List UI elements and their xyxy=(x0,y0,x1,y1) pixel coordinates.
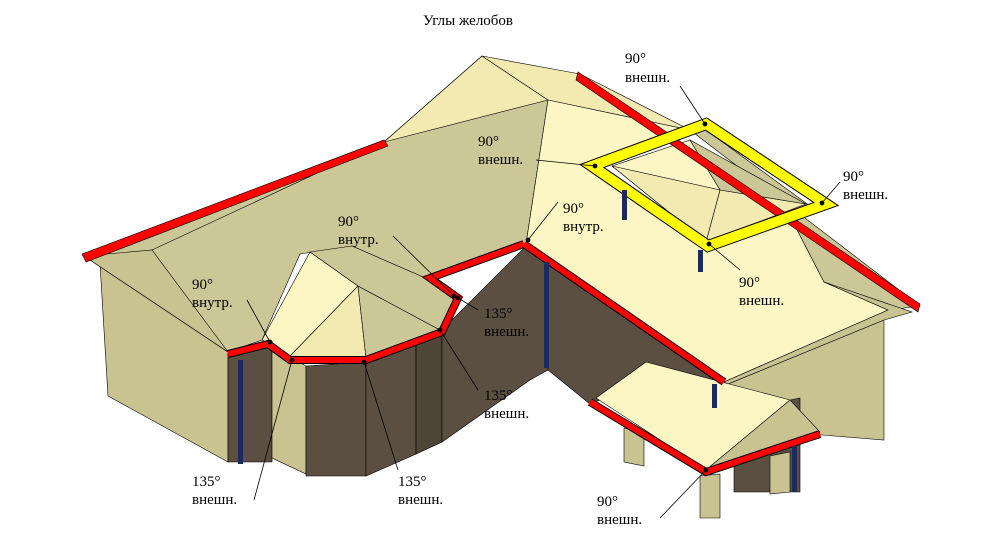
leader-h xyxy=(457,297,479,311)
label-a-type: внешн. xyxy=(625,70,670,86)
downpipe-center xyxy=(544,262,549,368)
leader-b xyxy=(535,159,596,167)
leader-a xyxy=(679,85,706,125)
label-l-angle: 90° xyxy=(597,494,618,510)
gutter-right-front-fill xyxy=(522,241,726,385)
label-d-angle: 90° xyxy=(338,214,359,230)
leader-k xyxy=(363,361,399,471)
leader-c xyxy=(821,181,841,204)
leader-e-dot xyxy=(525,237,531,243)
leader-g xyxy=(708,243,741,271)
label-g-type: внешн. xyxy=(739,293,784,309)
porch-post-front xyxy=(699,473,721,519)
bay-wall-left xyxy=(271,345,307,475)
gutter-left-back xyxy=(81,139,389,263)
label-f-angle: 90° xyxy=(192,277,213,293)
label-h-type: внешн. xyxy=(484,324,529,340)
diagram-title: Углы желобов xyxy=(423,13,513,29)
leader-j xyxy=(253,359,293,501)
gutter-right-back xyxy=(575,71,921,313)
leader-b-dot xyxy=(592,163,598,169)
leader-i-dot xyxy=(437,327,443,333)
gutter-front-bay-fill xyxy=(227,241,526,363)
downpipe-dormer-left xyxy=(622,190,627,220)
label-j-angle: 135° xyxy=(192,474,221,490)
label-k-angle: 135° xyxy=(398,474,427,490)
leader-j-dot xyxy=(289,357,295,363)
leader-i xyxy=(439,329,479,391)
label-d-type: внутр. xyxy=(338,232,379,248)
gutter-dormer-yellow-fill xyxy=(581,118,838,252)
label-e-type: внутр. xyxy=(563,219,604,235)
label-k-type: внешн. xyxy=(398,492,443,508)
bay-wall-front xyxy=(305,361,367,477)
porch-post-right xyxy=(769,451,791,495)
bay-wall-right2 xyxy=(415,329,443,455)
angle-labels: 90° внешн. 90° внешн. 90° внешн. 90° вну… xyxy=(192,51,888,528)
left-side-wall-dark xyxy=(227,345,273,463)
gutters xyxy=(81,71,921,477)
leader-f-dot xyxy=(267,339,273,345)
label-l-type: внешн. xyxy=(597,512,642,528)
label-b-angle: 90° xyxy=(478,134,499,150)
leader-d xyxy=(392,235,455,297)
leader-d-dot xyxy=(451,293,457,299)
leader-h-dot xyxy=(455,295,461,301)
leader-l xyxy=(659,469,707,519)
label-a-angle: 90° xyxy=(625,51,646,67)
downpipe-right xyxy=(712,384,717,408)
leader-e xyxy=(527,201,559,241)
label-g-angle: 90° xyxy=(739,275,760,291)
label-i-angle: 135° xyxy=(484,388,513,404)
label-f-type: внутр. xyxy=(192,295,233,311)
bay-wall-right xyxy=(365,341,417,477)
leader-c-dot xyxy=(819,200,825,206)
leader-l-dot xyxy=(703,467,709,473)
leader-f xyxy=(246,299,271,343)
label-j-type: внешн. xyxy=(192,492,237,508)
label-e-angle: 90° xyxy=(563,201,584,217)
label-h-angle: 135° xyxy=(484,306,513,322)
downpipes xyxy=(238,190,797,492)
leader-a-dot xyxy=(702,121,708,127)
downpipe-dormer-right xyxy=(698,250,703,272)
leader-lines xyxy=(246,85,841,519)
label-c-type: внешн. xyxy=(843,187,888,203)
downpipe-porch xyxy=(792,446,797,492)
downpipe-left xyxy=(238,360,243,464)
label-c-angle: 90° xyxy=(843,169,864,185)
left-roof-end xyxy=(83,249,229,353)
leader-g-dot xyxy=(706,241,712,247)
label-b-type: внешн. xyxy=(478,152,523,168)
leader-k-dot xyxy=(361,359,367,365)
label-i-type: внешн. xyxy=(484,406,529,422)
dormer-roof-front xyxy=(611,165,721,243)
